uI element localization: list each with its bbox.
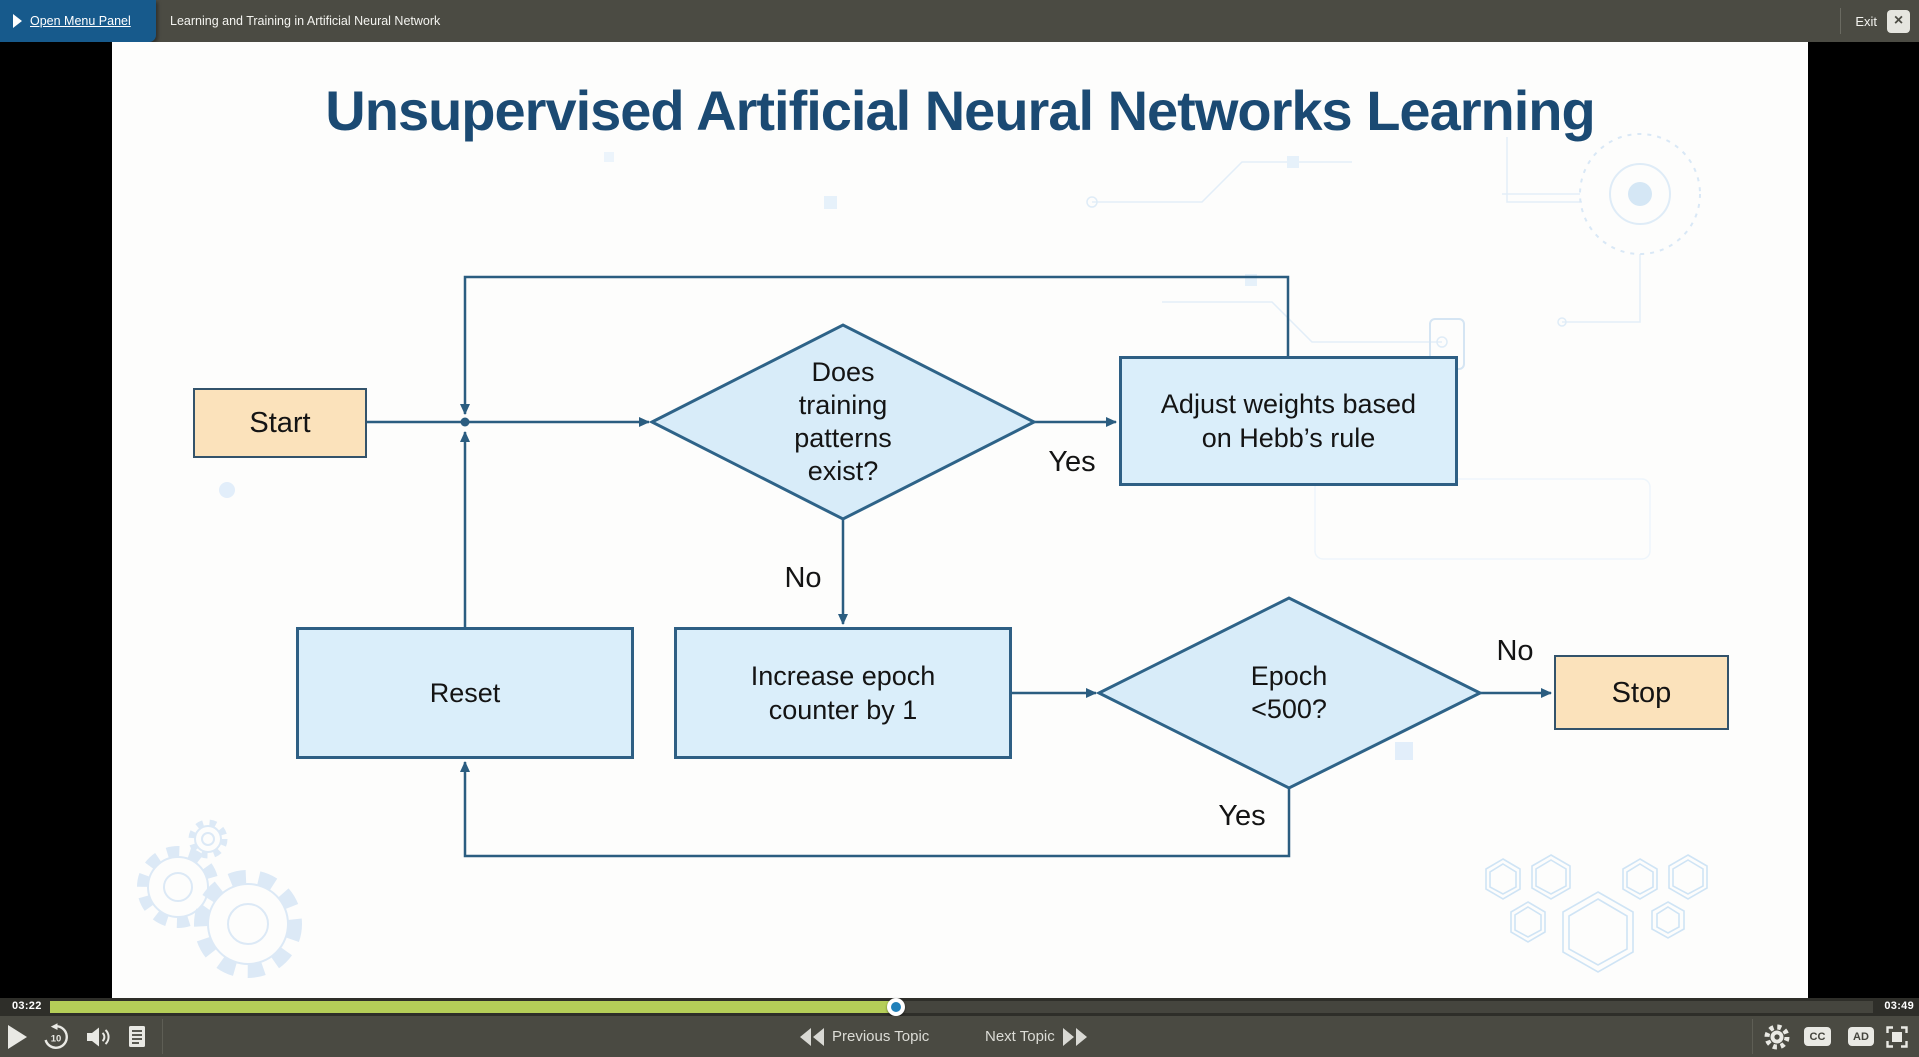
gear-icon xyxy=(1764,1024,1790,1049)
start-label: Start xyxy=(249,407,311,439)
player-controls: 10 xyxy=(0,1016,1919,1057)
adjust-line: on Hebb’s rule xyxy=(1201,423,1376,453)
elapsed-time: 03:22 xyxy=(12,1000,42,1012)
play-icon xyxy=(8,1024,27,1049)
previous-topic-button[interactable]: Previous Topic xyxy=(800,1016,929,1057)
close-icon: × xyxy=(1893,12,1904,29)
increase-line: Increase epoch xyxy=(750,661,936,691)
previous-topic-label: Previous Topic xyxy=(832,1028,930,1045)
flow-node-decision1-label: Does training patterns exist? xyxy=(733,356,953,488)
decision1-line: Does xyxy=(811,357,875,387)
decision2-line: <500? xyxy=(1251,694,1327,724)
svg-text:10: 10 xyxy=(51,1033,62,1044)
next-topic-label: Next Topic xyxy=(985,1028,1055,1045)
replay-10-icon: 10 xyxy=(44,1022,68,1049)
junction-dot xyxy=(460,417,470,427)
volume-button[interactable] xyxy=(86,1016,112,1057)
decision1-line: patterns xyxy=(794,423,892,453)
flow-node-increase-epoch: Increase epoch counter by 1 xyxy=(674,627,1012,759)
seek-fill xyxy=(50,1001,896,1013)
background-decoration xyxy=(137,133,1708,978)
cc-label: CC xyxy=(1809,1030,1826,1043)
edge-label-no1: No xyxy=(784,562,822,594)
hexagons-decoration xyxy=(1485,854,1708,973)
seek-playhead[interactable] xyxy=(886,998,905,1016)
flow-node-stop: Stop xyxy=(1554,655,1729,730)
edge-label-yes2: Yes xyxy=(1218,800,1266,832)
fullscreen-icon xyxy=(1886,1025,1908,1048)
increase-line: counter by 1 xyxy=(768,695,918,725)
decision1-line: training xyxy=(798,390,888,420)
decision2-line: Epoch xyxy=(1250,661,1328,691)
slide: Unsupervised Artificial Neural Networks … xyxy=(112,42,1808,998)
next-topic-button[interactable]: Next Topic xyxy=(985,1016,1087,1057)
gears-decoration xyxy=(137,819,302,978)
flow-node-decision2-label: Epoch <500? xyxy=(1189,660,1389,726)
exit-button[interactable]: × xyxy=(1887,9,1910,33)
adjust-line: Adjust weights based xyxy=(1160,389,1417,419)
fullscreen-button[interactable] xyxy=(1886,1016,1908,1057)
volume-icon xyxy=(87,1027,110,1046)
replay-10-button[interactable]: 10 xyxy=(42,1016,70,1057)
edge-label-no2: No xyxy=(1496,635,1534,667)
ad-label: AD xyxy=(1853,1030,1869,1043)
edge-label-yes1: Yes xyxy=(1048,446,1096,478)
controls-divider-left xyxy=(162,1019,163,1054)
double-right-arrow-icon xyxy=(1062,1027,1087,1046)
course-title: Learning and Training in Artificial Neur… xyxy=(170,14,441,28)
playhead-dot xyxy=(890,1002,901,1012)
total-time: 03:49 xyxy=(1884,1000,1914,1012)
open-menu-panel-button[interactable]: Open Menu Panel xyxy=(0,0,156,42)
transcript-icon xyxy=(129,1025,145,1047)
decision1-line: exist? xyxy=(807,456,879,486)
topbar-divider xyxy=(1840,8,1842,34)
seek-row: 03:22 03:49 xyxy=(0,998,1919,1016)
transcript-button[interactable] xyxy=(126,1016,148,1057)
play-button[interactable] xyxy=(8,1016,27,1057)
exit-label: Exit xyxy=(1855,13,1877,29)
double-left-arrow-icon xyxy=(800,1027,824,1046)
audio-description-button[interactable]: AD xyxy=(1848,1027,1874,1046)
seek-track[interactable] xyxy=(50,998,1873,1016)
controls-divider-right xyxy=(1752,1019,1753,1054)
stop-label: Stop xyxy=(1611,676,1672,709)
flow-node-start: Start xyxy=(193,388,367,458)
flowchart-graphic xyxy=(367,275,1552,858)
flow-node-adjust-weights: Adjust weights based on Hebb’s rule xyxy=(1119,356,1458,486)
menu-arrow-icon xyxy=(13,14,22,28)
stage: Unsupervised Artificial Neural Networks … xyxy=(0,42,1919,998)
open-menu-panel-label: Open Menu Panel xyxy=(30,14,131,28)
top-bar: Open Menu Panel Learning and Training in… xyxy=(0,0,1919,42)
closed-captions-button[interactable]: CC xyxy=(1804,1027,1831,1046)
slide-title: Unsupervised Artificial Neural Networks … xyxy=(325,79,1595,142)
reset-label: Reset xyxy=(429,678,501,708)
decision-training-patterns-shape xyxy=(648,323,1038,521)
decision-epoch-shape xyxy=(1095,596,1484,790)
topbar-right: Exit × xyxy=(1840,0,1919,42)
flow-node-reset: Reset xyxy=(296,627,634,759)
settings-button[interactable] xyxy=(1764,1016,1790,1057)
